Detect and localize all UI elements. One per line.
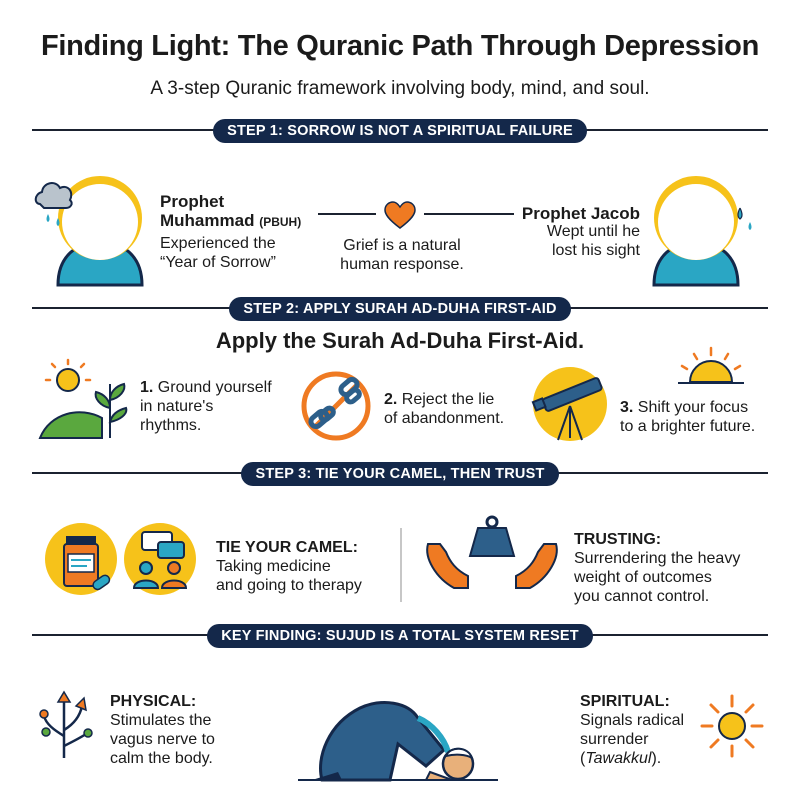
sun-icon	[700, 694, 764, 758]
right-prophet-name: Prophet Jacob	[521, 204, 640, 223]
step2-heading: Apply the Surah Ad-Duha First-Aid.	[215, 328, 585, 353]
prophet-jacob-icon	[652, 176, 752, 287]
tawakkul-term: Tawakkul	[585, 750, 652, 767]
step2-item2: 2. Reject the lie of abandonment.	[384, 391, 505, 427]
medicine-bottle-icon	[45, 523, 117, 595]
step2-item1: 1. Ground yourself in nature's rhythms.	[140, 379, 272, 434]
vertical-divider	[400, 528, 402, 602]
broken-chain-icon	[301, 371, 371, 441]
page-title: Finding Light: The Quranic Path Through …	[40, 30, 760, 62]
page-subtitle: A 3-step Quranic framework involving bod…	[150, 78, 650, 99]
sunrise-icon	[678, 346, 744, 384]
nerve-arrows-icon	[39, 690, 93, 758]
step2-banner: STEP 2: APPLY SURAH AD-DUHA FIRST-AID	[0, 297, 800, 321]
connector-line-right	[424, 213, 514, 215]
trusting-text: TRUSTING: Surrendering the heavy weight …	[574, 531, 741, 605]
sun-icon	[44, 358, 92, 392]
left-prophet-name: Prophet Muhammad (PBUH)	[160, 192, 302, 230]
spiritual-text: SPIRITUAL: Signals radical surrender (Ta…	[580, 693, 685, 767]
step1-banner: STEP 1: SORROW IS NOT A SPIRITUAL FAILUR…	[0, 119, 800, 143]
prophet-muhammad-icon	[34, 176, 144, 287]
heart-icon	[384, 201, 416, 229]
left-prophet-desc: Experienced the “Year of Sorrow”	[160, 235, 276, 271]
nature-icon	[38, 358, 128, 439]
connector-line-left	[318, 213, 376, 215]
right-prophet-desc: Wept until he lost his sight	[546, 223, 640, 259]
grief-caption: Grief is a natural human response.	[340, 237, 464, 273]
plant-icon	[94, 382, 128, 438]
physical-text: PHYSICAL: Stimulates the vagus nerve to …	[110, 693, 215, 767]
tie-camel-text: TIE YOUR CAMEL: Taking medicine and goin…	[216, 539, 362, 594]
telescope-icon	[531, 367, 607, 441]
cloud-rain-icon	[34, 182, 73, 226]
step2-item3: 3. Shift your focus to a brighter future…	[620, 399, 756, 435]
weight-hands-icon	[426, 515, 558, 589]
key-finding-banner: KEY FINDING: SUJUD IS A TOTAL SYSTEM RES…	[0, 624, 800, 648]
chat-people-icon	[124, 523, 196, 595]
prostration-figure-icon	[298, 701, 498, 782]
step3-banner: STEP 3: TIE YOUR CAMEL, THEN TRUST	[0, 462, 800, 486]
